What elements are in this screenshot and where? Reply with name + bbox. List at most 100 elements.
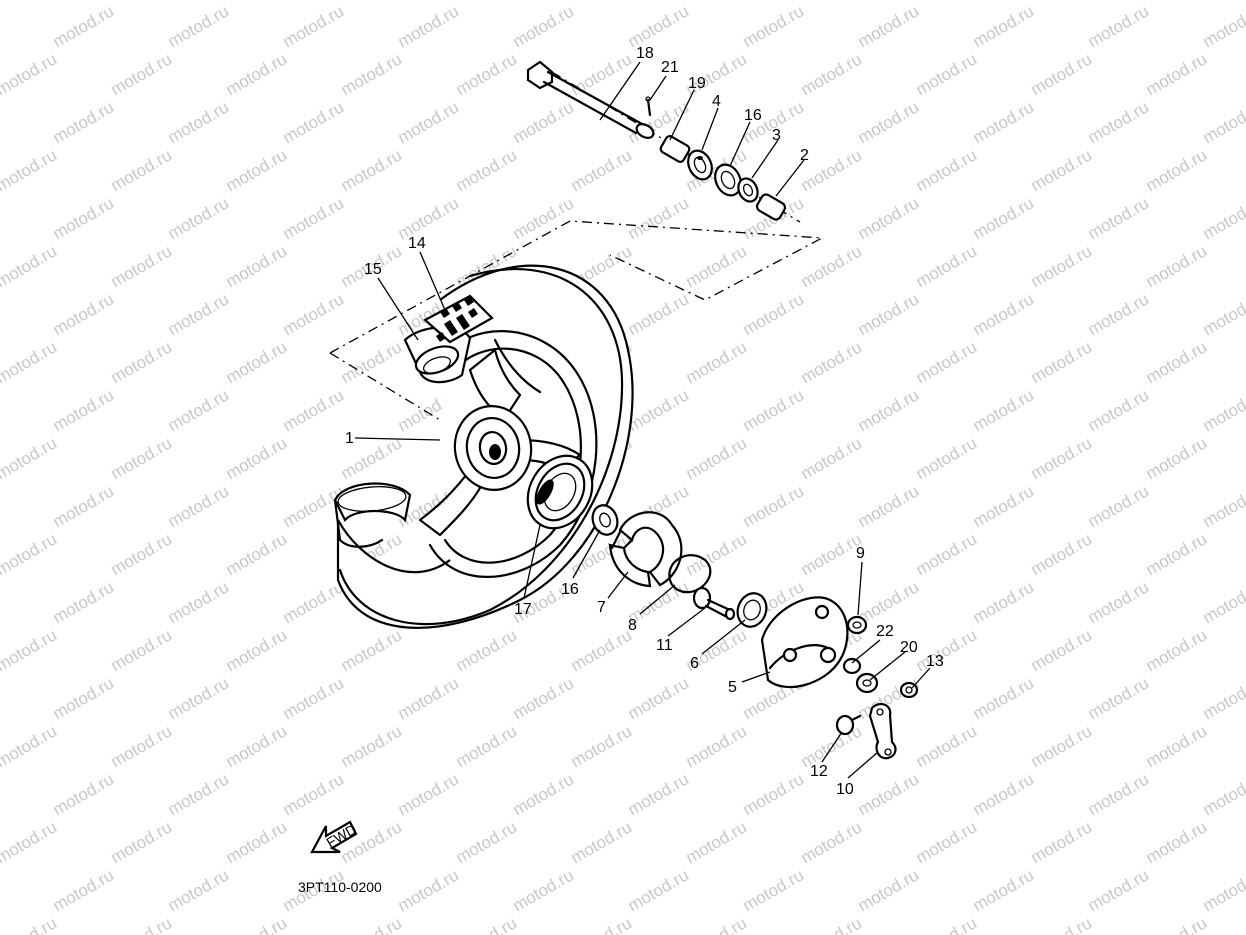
watermark-text: motod.ru <box>453 145 521 195</box>
camshaft <box>692 586 736 621</box>
watermark-text: motod.ru <box>568 145 636 195</box>
watermark-text: motod.ru <box>50 481 118 531</box>
watermark-text: motod.ru <box>913 433 981 483</box>
watermark-text: motod.ru <box>970 289 1038 339</box>
watermark-text: motod.ru <box>0 385 2 435</box>
watermark-text: motod.ru <box>970 577 1038 627</box>
watermark-text: motod.ru <box>0 769 2 819</box>
watermark-text: motod.ru <box>108 49 176 99</box>
part-label-11: 11 <box>656 637 673 654</box>
watermark-text: motod.ru <box>50 673 118 723</box>
part-label-7: 7 <box>597 599 606 616</box>
watermark-text: motod.ru <box>280 673 348 723</box>
watermark-text: motod.ru <box>108 433 176 483</box>
watermark-text: motod.ru <box>1085 97 1153 147</box>
watermark-text: motod.ru <box>568 625 636 675</box>
watermark-text: motod.ru <box>1028 529 1096 579</box>
watermark-text: motod.ru <box>1085 385 1153 435</box>
watermark-text: motod.ru <box>165 385 233 435</box>
watermark-text: motod.ru <box>1028 721 1096 771</box>
watermark-text: motod.ru <box>108 913 176 935</box>
watermark-text: motod.ru <box>568 913 636 935</box>
watermark-text: motod.ru <box>740 865 808 915</box>
watermark-text: motod.ru <box>395 1 463 51</box>
watermark-text: motod.ru <box>568 0 636 3</box>
watermark-text: motod.ru <box>740 1 808 51</box>
watermark-text: motod.ru <box>970 193 1038 243</box>
watermark-text: motod.ru <box>855 481 923 531</box>
watermark-text: motod.ru <box>1200 289 1246 339</box>
part-label-8: 8 <box>628 617 637 634</box>
part-label-18: 18 <box>636 45 654 62</box>
watermark-text: motod.ru <box>1143 337 1211 387</box>
bearing-upper <box>687 149 713 181</box>
watermark-text: motod.ru <box>798 433 866 483</box>
watermark-text: motod.ru <box>0 145 60 195</box>
part-label-2: 2 <box>800 147 809 164</box>
watermark-text: motod.ru <box>223 241 291 291</box>
watermark-text: motod.ru <box>1200 481 1246 531</box>
part-label-13: 13 <box>926 653 944 670</box>
watermark-text: motod.ru <box>1143 145 1211 195</box>
watermark-text: motod.ru <box>625 193 693 243</box>
watermark-text: motod.ru <box>913 913 981 935</box>
watermark-text: motod.ru <box>913 625 981 675</box>
watermark-text: motod.ru <box>683 337 751 387</box>
watermark-text: motod.ru <box>1028 625 1096 675</box>
watermark-text: motod.ru <box>50 385 118 435</box>
watermark-text: motod.ru <box>855 865 923 915</box>
watermark-text: motod.ru <box>1028 913 1096 935</box>
watermark-text: motod.ru <box>1143 625 1211 675</box>
watermark-text: motod.ru <box>970 1 1038 51</box>
watermark-text: motod.ru <box>913 529 981 579</box>
watermark-text: motod.ru <box>1085 193 1153 243</box>
part-label-22: 22 <box>876 623 894 640</box>
watermark-text: motod.ru <box>625 865 693 915</box>
watermark-text: motod.ru <box>798 0 866 3</box>
watermark-text: motod.ru <box>453 625 521 675</box>
watermark-text: motod.ru <box>0 817 60 867</box>
watermark-text: motod.ru <box>970 481 1038 531</box>
watermark-text: motod.ru <box>108 0 176 3</box>
watermark-text: motod.ru <box>165 577 233 627</box>
axle-shaft <box>526 60 655 139</box>
watermark-text: motod.ru <box>970 97 1038 147</box>
part-label-4: 4 <box>712 93 721 110</box>
watermark-text: motod.ru <box>510 865 578 915</box>
watermark-text: motod.ru <box>683 721 751 771</box>
watermark-text: motod.ru <box>1085 481 1153 531</box>
cotter-pin <box>645 96 652 117</box>
watermark-text: motod.ru <box>625 385 693 435</box>
watermark-text: motod.ru <box>855 289 923 339</box>
watermark-text: motod.ru <box>1200 97 1246 147</box>
watermark-text: motod.ru <box>510 769 578 819</box>
watermark-text: motod.ru <box>0 337 60 387</box>
watermark-text: motod.ru <box>510 1 578 51</box>
watermark-text: motod.ru <box>395 97 463 147</box>
watermark-text: motod.ru <box>798 241 866 291</box>
watermark-text: motod.ru <box>1028 145 1096 195</box>
watermark-text: motod.ru <box>0 913 60 935</box>
oil-seal <box>737 177 759 203</box>
watermark-text: motod.ru <box>1028 49 1096 99</box>
tread-pattern <box>436 296 478 342</box>
watermark-text: motod.ru <box>0 241 60 291</box>
watermark-text: motod.ru <box>1085 577 1153 627</box>
watermark-text: motod.ru <box>970 865 1038 915</box>
watermark-text: motod.ru <box>223 913 291 935</box>
watermark-text: motod.ru <box>108 721 176 771</box>
watermark-text: motod.ru <box>1028 241 1096 291</box>
watermark-text: motod.ru <box>1028 817 1096 867</box>
brake-plate <box>760 596 849 689</box>
watermark-text: motod.ru <box>0 433 60 483</box>
watermark-text: motod.ru <box>1143 817 1211 867</box>
watermark-text: motod.ru <box>970 769 1038 819</box>
watermark-text: motod.ru <box>1085 673 1153 723</box>
watermark-text: motod.ru <box>338 49 406 99</box>
watermark-text: motod.ru <box>50 193 118 243</box>
washer-22 <box>842 657 862 675</box>
watermark-text: motod.ru <box>970 673 1038 723</box>
watermark-text: motod.ru <box>223 337 291 387</box>
watermark-text: motod.ru <box>913 0 981 3</box>
